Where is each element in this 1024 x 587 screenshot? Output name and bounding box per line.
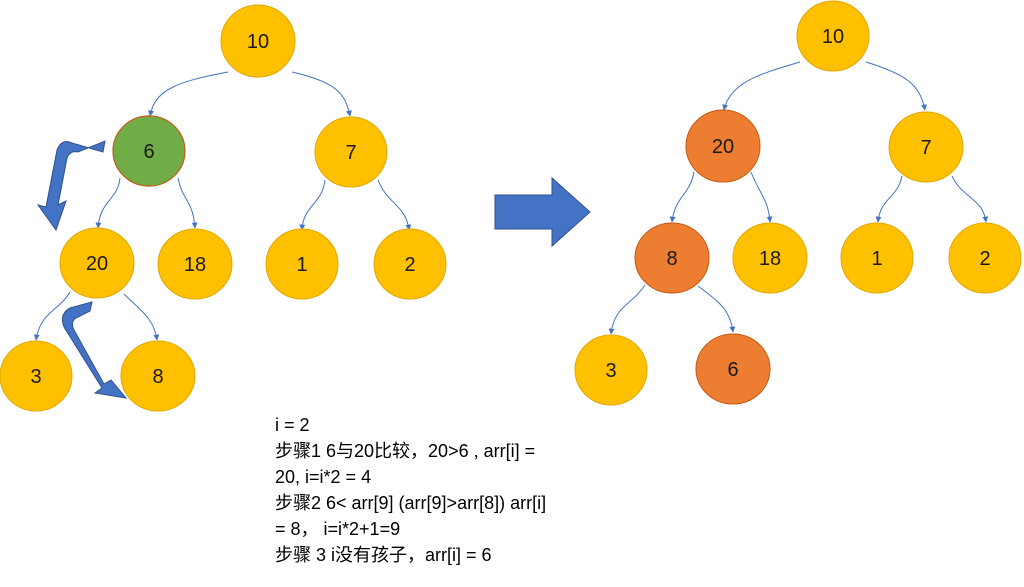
node-label: 3 — [605, 360, 616, 382]
node-label: 8 — [152, 366, 163, 388]
edge-r-b-r-e — [875, 175, 903, 223]
tree-node-changed: 8 — [634, 222, 710, 294]
edge-l-a-l-c — [95, 177, 121, 229]
node-label: 18 — [184, 254, 206, 276]
node-label: 7 — [345, 142, 356, 164]
left-tree-edges — [33, 71, 412, 341]
right-tree-edges — [608, 61, 989, 335]
edge-l-c-l-h — [123, 293, 160, 341]
node-label: 8 — [666, 248, 677, 270]
note-line: = 8， i=i*2+1=9 — [275, 519, 401, 539]
edge-l-root-l-a — [148, 71, 229, 117]
bent-arrow-icon — [36, 140, 106, 232]
edge-l-b-l-e — [299, 179, 326, 231]
note-line: 步骤1 6与20比较，20>6 , arr[i] = — [275, 441, 536, 461]
node-label: 1 — [871, 248, 882, 270]
tree-node-changed: 20 — [685, 109, 761, 183]
edge-r-c-r-g — [608, 284, 646, 335]
edge-r-a-r-d — [750, 171, 773, 223]
tree-node: 8 — [120, 340, 196, 412]
tree-node: 10 — [220, 4, 296, 78]
right-arrow-icon — [494, 176, 591, 248]
note-line: i = 2 — [275, 415, 310, 435]
node-label: 20 — [712, 136, 734, 158]
note-line: 20, i=i*2 = 4 — [275, 467, 372, 487]
edge-l-c-l-g — [33, 291, 71, 341]
bent-arrow-icon — [62, 301, 128, 399]
tree-node: 1 — [840, 222, 914, 294]
tree-node: 20 — [59, 227, 135, 299]
tree-node: 1 — [265, 228, 339, 300]
edge-r-root-r-b — [865, 61, 927, 111]
edge-l-root-l-b — [291, 71, 352, 117]
note-line: 步骤 3 i没有孩子，arr[i] = 6 — [275, 545, 492, 565]
edge-l-b-l-f — [377, 179, 412, 231]
tree-node: 2 — [948, 222, 1022, 294]
node-label: 7 — [920, 137, 931, 159]
node-label: 3 — [30, 366, 41, 388]
tree-node-highlighted: 6 — [112, 115, 186, 187]
node-label: 20 — [86, 253, 108, 275]
edge-r-a-r-c — [669, 171, 695, 223]
tree-node-changed: 6 — [695, 333, 771, 405]
tree-node: 7 — [888, 111, 964, 183]
node-label: 6 — [143, 141, 154, 163]
edge-r-root-r-a — [722, 61, 801, 111]
node-label: 6 — [727, 359, 738, 381]
tree-node: 18 — [157, 228, 233, 300]
right-tree: 10 20 7 8 18 1 2 3 — [574, 0, 1022, 406]
note-line: 步骤2 6< arr[9] (arr[9]>arr[8]) arr[i] — [275, 493, 547, 513]
tree-node: 18 — [732, 222, 808, 294]
tree-node: 3 — [574, 334, 648, 406]
step-description: i = 2 步骤1 6与20比较，20>6 , arr[i] = 20, i=i… — [275, 412, 615, 568]
node-label: 18 — [759, 248, 781, 270]
tree-node: 10 — [796, 0, 870, 72]
node-label: 2 — [404, 254, 415, 276]
tree-node: 2 — [373, 228, 447, 300]
node-label: 1 — [296, 254, 307, 276]
tree-node: 3 — [0, 340, 73, 412]
node-label: 10 — [247, 31, 269, 53]
node-label: 2 — [979, 248, 990, 270]
edge-l-a-l-d — [177, 177, 198, 229]
edge-r-b-r-f — [951, 175, 989, 223]
edge-r-c-r-h — [697, 285, 736, 333]
left-tree: 10 6 7 20 18 1 2 3 — [0, 4, 447, 412]
node-label: 10 — [822, 26, 844, 48]
tree-node: 7 — [314, 116, 388, 188]
